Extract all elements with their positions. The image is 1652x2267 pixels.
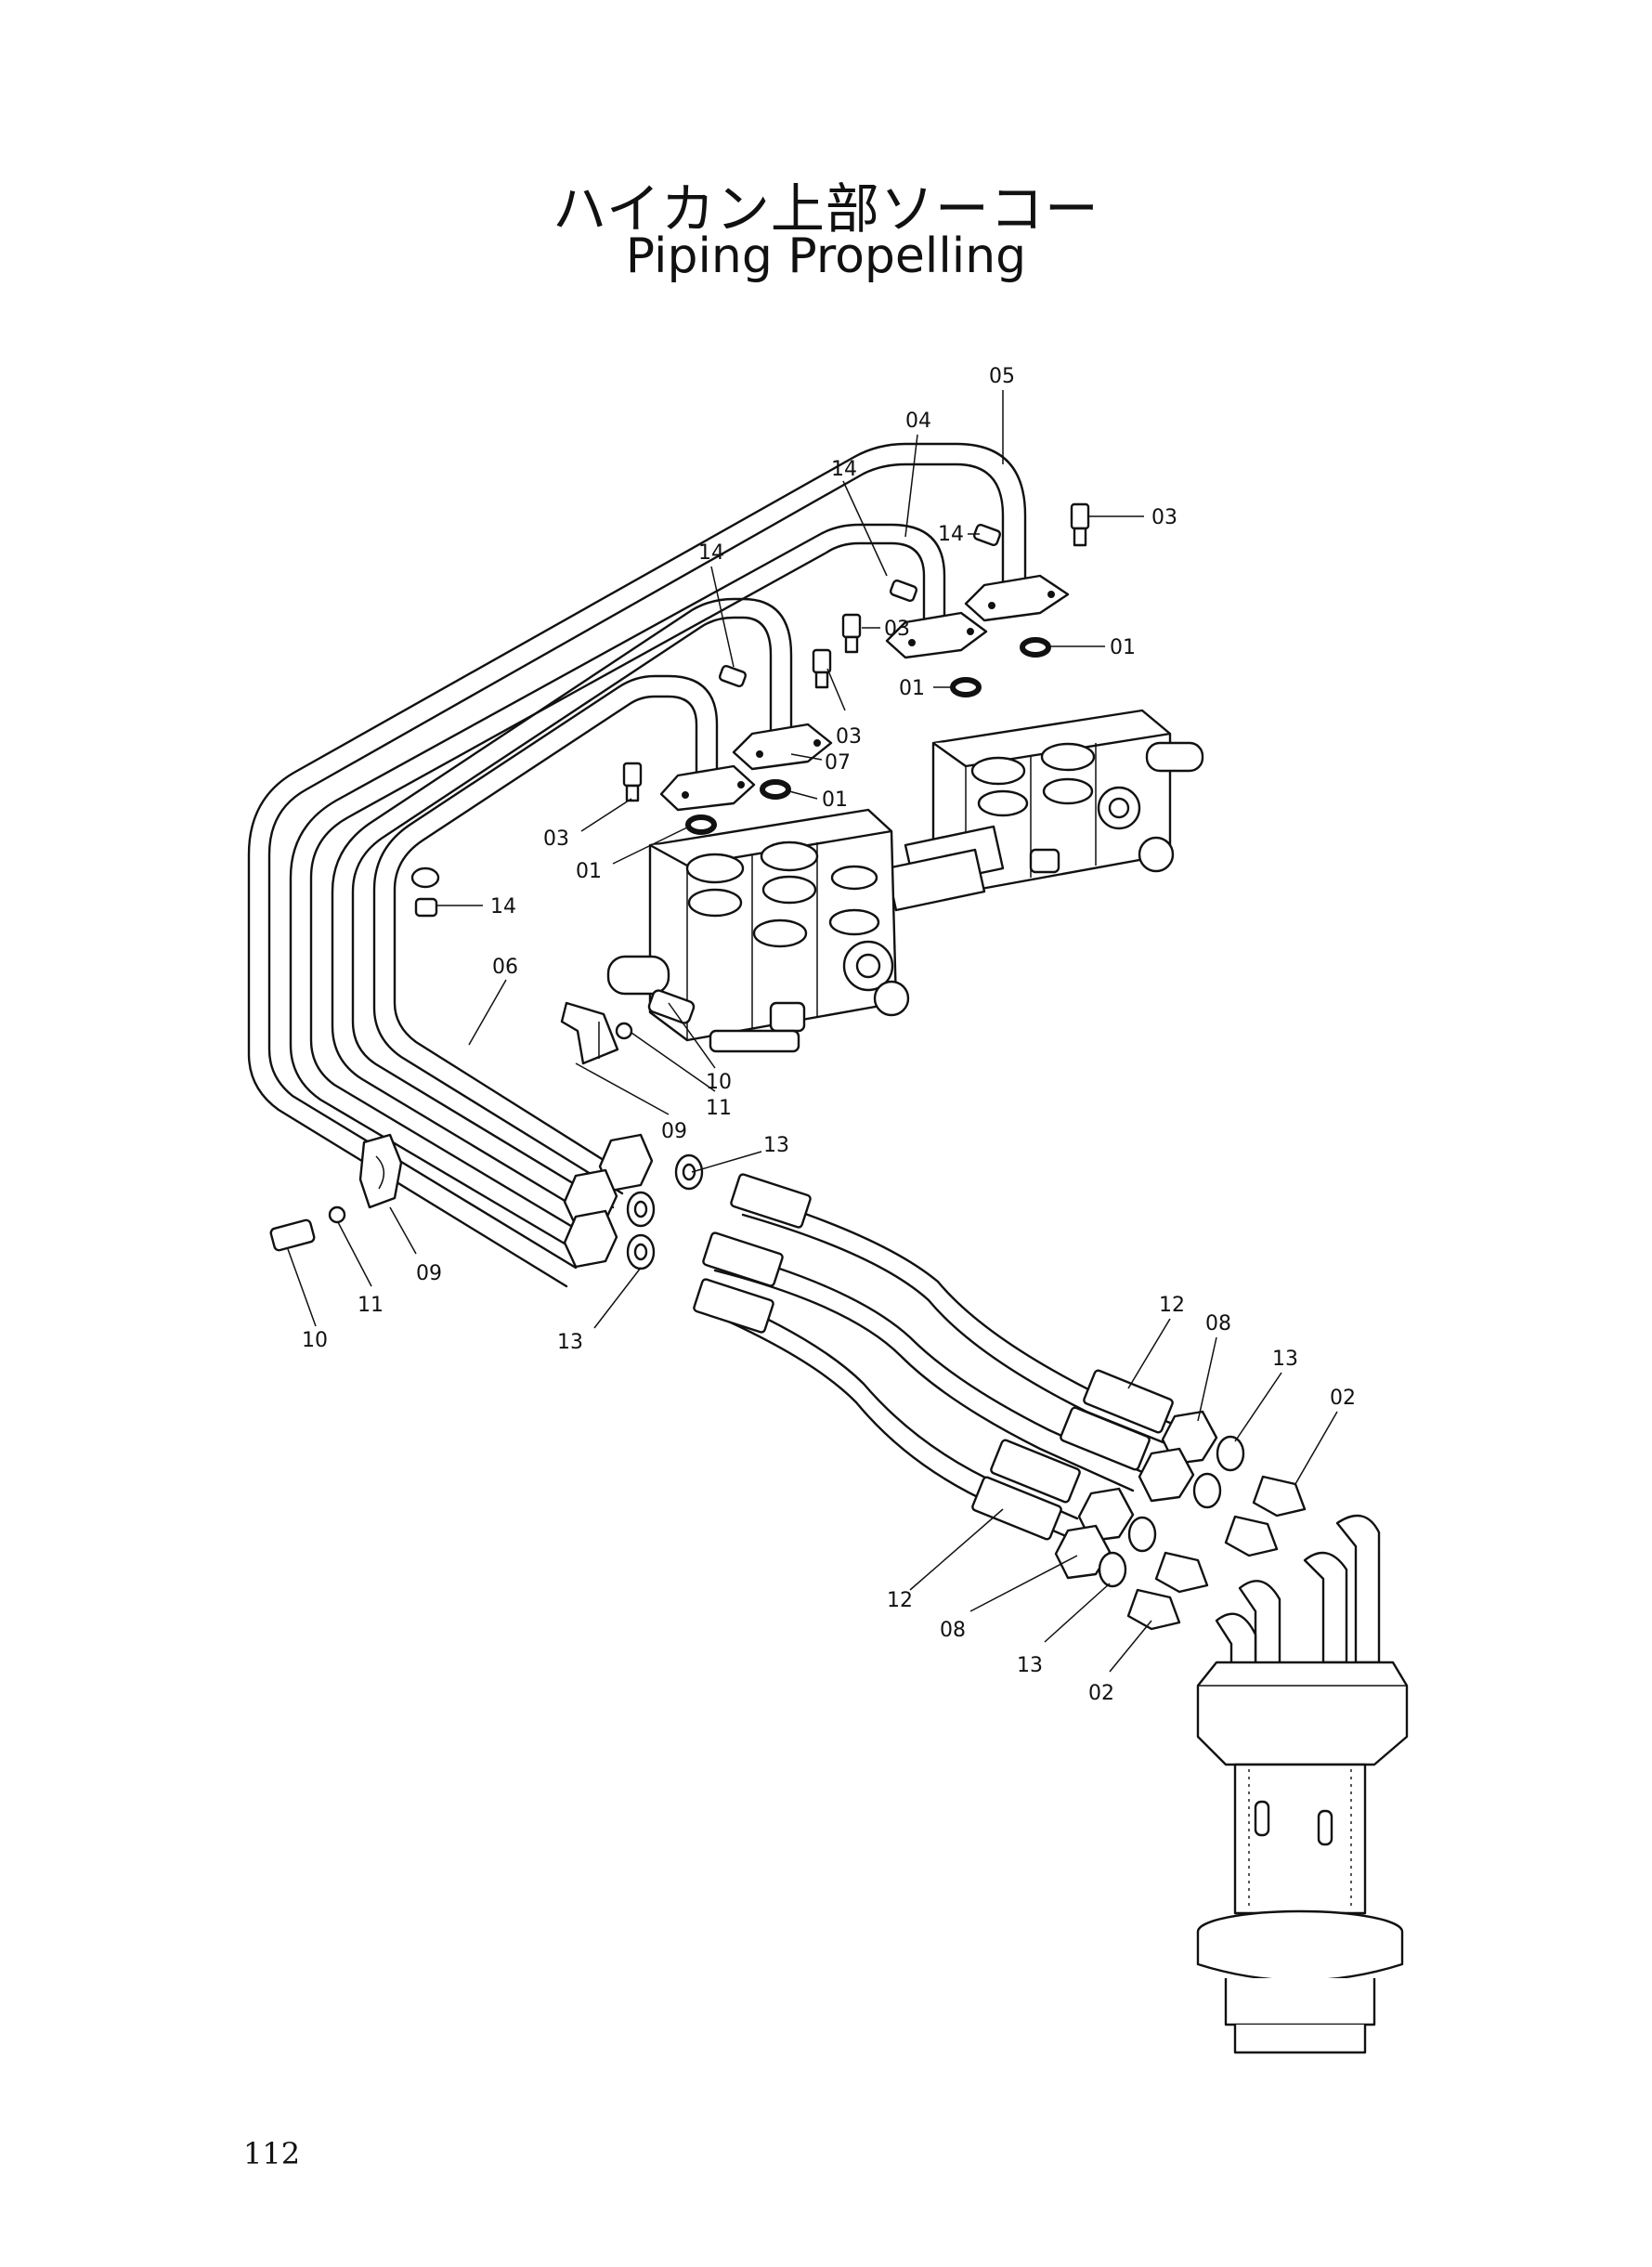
callout-01-d: 01 [576,860,602,883]
callout-12-b: 12 [887,1589,913,1612]
seal-washers-left [626,1153,704,1270]
page-title-english: Piping Propelling [625,228,1027,284]
callout-labels: 05 04 14 14 03 01 14 03 01 03 07 01 03 0… [302,365,1356,1705]
control-valve-left [606,808,910,1053]
callout-02-b: 02 [1088,1682,1114,1705]
callout-13-d: 13 [1017,1654,1043,1677]
callout-13-c: 13 [1272,1348,1298,1371]
callout-02-a: 02 [1330,1387,1356,1410]
center-joint [1196,1514,1409,2054]
o-rings [685,637,1051,835]
clamp-lower [269,1133,403,1252]
long-pipe-bundle [247,442,1027,1288]
callout-03-d: 03 [543,827,569,851]
pipe-flanges [659,574,1070,812]
callout-06: 06 [492,956,518,979]
callout-11-a: 11 [706,1097,732,1120]
callout-04: 04 [905,410,931,433]
callout-01-a: 01 [1110,636,1136,659]
callout-09-b: 09 [416,1262,442,1285]
callout-14-c: 14 [698,541,724,565]
page-number: 112 [243,2136,301,2171]
valve-fitting [560,989,696,1065]
callout-09-a: 09 [661,1120,687,1143]
bolts-and-plugs [410,502,1090,918]
callout-10-a: 10 [706,1071,732,1094]
callout-13-b: 13 [557,1331,583,1354]
seal-washers-right [1098,1435,1245,1588]
callout-01-b: 01 [899,677,925,700]
callout-14-a: 14 [831,458,857,481]
callout-03-a: 03 [1151,506,1177,529]
callout-14-b: 14 [938,523,964,546]
leader-lines [287,390,1338,1673]
callout-10-b: 10 [302,1329,328,1352]
callout-14-d: 14 [490,895,516,919]
callout-03-c: 03 [836,725,862,749]
callout-01-c: 01 [822,788,848,812]
page-title-japanese: ハイカン上部ソーコー [553,177,1099,241]
adapters [1126,1475,1307,1631]
callout-03-b: 03 [884,618,910,641]
callout-08-a: 08 [1205,1312,1231,1335]
callout-12-a: 12 [1159,1294,1185,1317]
spool-tube [885,825,1005,912]
callout-13-a: 13 [763,1134,789,1157]
callout-07: 07 [825,751,851,775]
callout-05: 05 [989,365,1015,388]
hoses [693,1173,1218,1580]
callout-08-b: 08 [940,1619,966,1642]
pipe-end-nuts [563,1133,654,1269]
callout-11-b: 11 [358,1294,384,1317]
